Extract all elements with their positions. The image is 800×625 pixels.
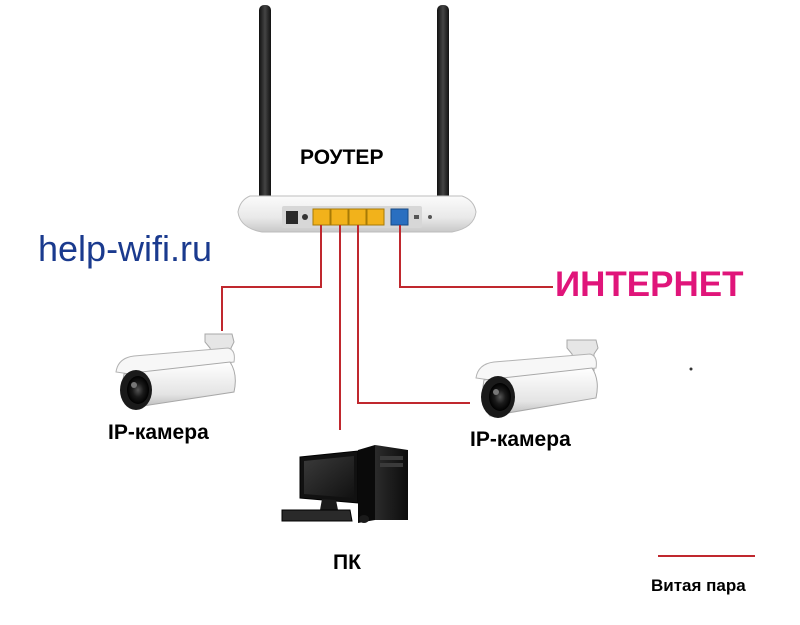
router-label: РОУТЕР bbox=[300, 146, 384, 169]
pc-keyboard bbox=[281, 509, 353, 522]
pc-drive-bay bbox=[380, 456, 403, 460]
camera-hood bbox=[115, 347, 235, 375]
lan-port-3 bbox=[348, 208, 367, 226]
cable-internet bbox=[399, 225, 553, 288]
router-antenna-left bbox=[259, 5, 271, 227]
desktop-pc-icon bbox=[281, 445, 408, 523]
internet-label: ИНТЕРНЕТ bbox=[555, 265, 744, 304]
ip-camera-icon bbox=[475, 339, 599, 418]
cables bbox=[221, 225, 553, 430]
lan-port-2 bbox=[330, 208, 349, 226]
pc-monitor-stand bbox=[320, 499, 338, 510]
camera-lens bbox=[127, 376, 149, 404]
cable-camera-left bbox=[221, 225, 322, 331]
pc-label: ПК bbox=[333, 551, 361, 574]
camera-left-label: IP-камера bbox=[108, 421, 209, 444]
router-power-jack bbox=[286, 211, 298, 224]
wan-port bbox=[390, 208, 409, 226]
router-reset bbox=[414, 215, 419, 219]
pc-drive-bay bbox=[380, 463, 403, 467]
camera-lens bbox=[489, 383, 511, 411]
cable-camera-right bbox=[357, 225, 470, 404]
site-watermark: help-wifi.ru bbox=[38, 228, 213, 269]
router-icon bbox=[237, 5, 477, 233]
camera-hood bbox=[475, 353, 597, 381]
legend-label: Витая пара bbox=[651, 576, 746, 595]
camera-right-label: IP-камера bbox=[470, 428, 571, 451]
stray-dot bbox=[689, 367, 693, 371]
lan-port-4 bbox=[366, 208, 385, 226]
camera-lens-glint bbox=[131, 382, 137, 388]
ip-camera-icon bbox=[115, 333, 236, 410]
camera-lens-glint bbox=[493, 389, 499, 395]
router-antenna-right bbox=[437, 5, 449, 227]
pc-monitor-screen bbox=[304, 456, 354, 498]
router-power-button bbox=[302, 214, 308, 220]
pc-mouse bbox=[359, 515, 369, 523]
lan-port-1 bbox=[312, 208, 331, 226]
pc-tower-side bbox=[358, 445, 375, 523]
router-wps bbox=[428, 215, 432, 219]
